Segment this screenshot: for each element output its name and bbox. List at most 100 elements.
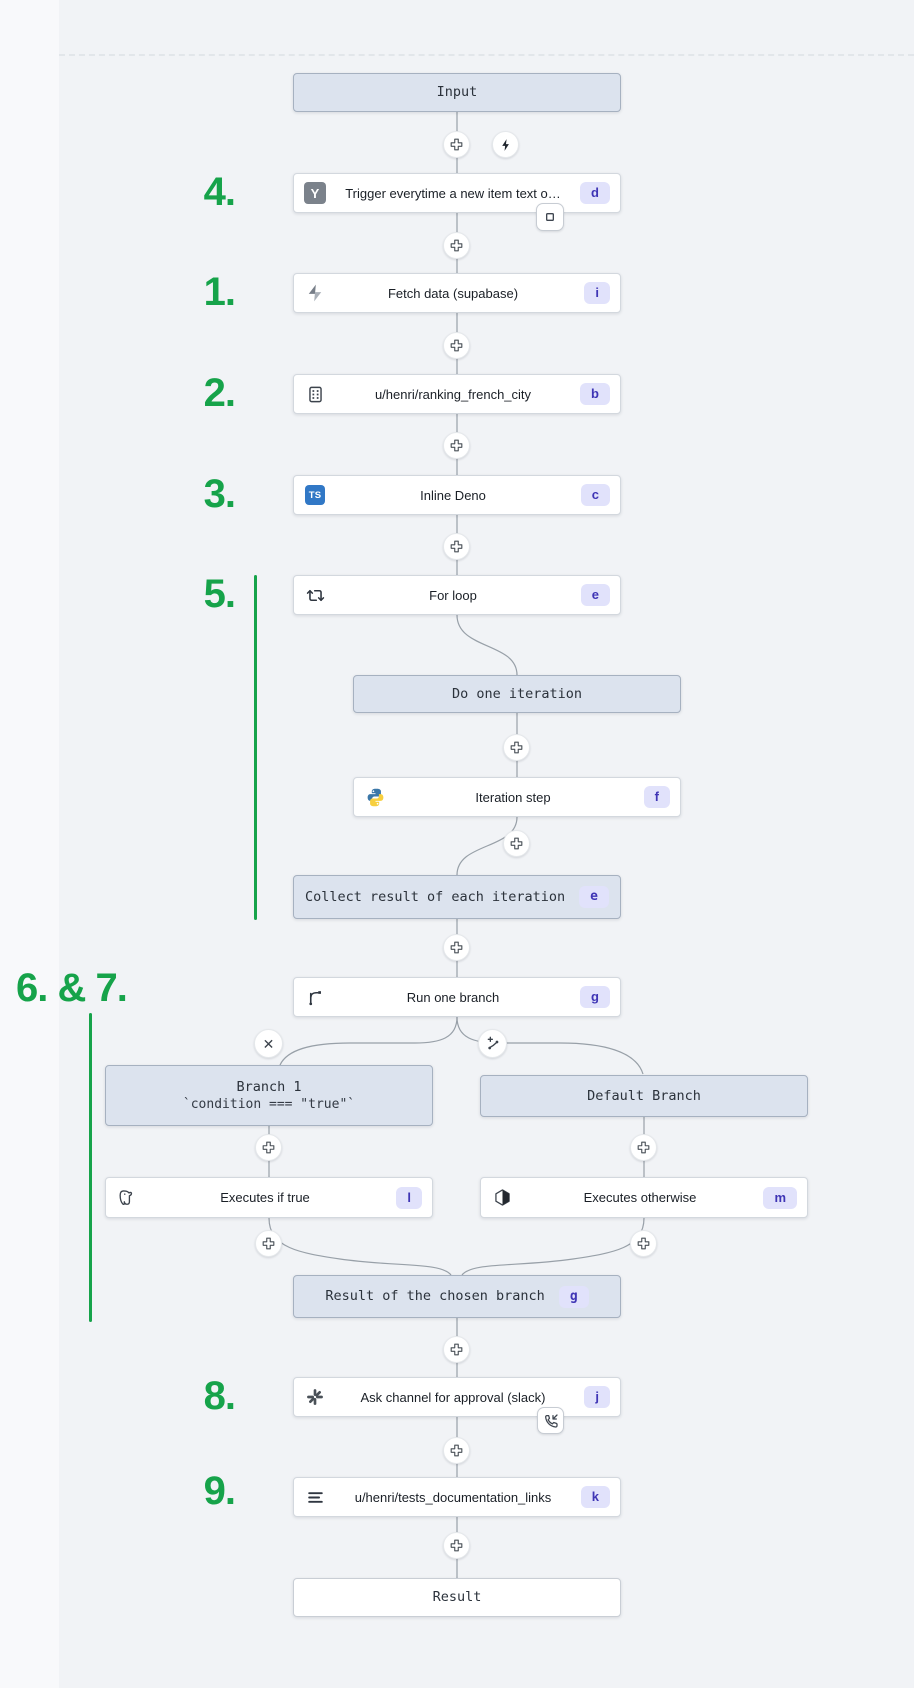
typescript-icon: TS (305, 485, 325, 505)
branch-icon (308, 990, 321, 1005)
add-branch-icon (487, 1036, 498, 1049)
annotation-line-5 (254, 575, 257, 920)
iteration-step-node[interactable]: Iteration step f (353, 777, 681, 817)
branch1-node[interactable]: Branch 1 `condition === "true"` (105, 1065, 433, 1126)
add-step-button[interactable] (630, 1230, 657, 1257)
step-id-badge: e (579, 886, 609, 908)
annotation-8: 8. (203, 1374, 236, 1418)
annotation-5: 5. (203, 572, 236, 616)
plus-icon (450, 1539, 463, 1552)
annotation-3: 3. (203, 472, 236, 516)
remove-branch-button[interactable]: ✕ (254, 1029, 283, 1058)
step-id-badge: g (558, 1285, 589, 1308)
docs-links-step-node[interactable]: u/henri/tests_documentation_links k (293, 1477, 621, 1517)
add-step-button[interactable] (443, 533, 470, 560)
fetch-data-label: Fetch data (supabase) (387, 285, 519, 301)
collect-result-label: Collect result of each iteration (305, 888, 566, 905)
add-step-button[interactable] (255, 1134, 282, 1161)
plus-icon (262, 1237, 275, 1250)
plus-icon (637, 1141, 650, 1154)
ranking-script-label: u/henri/ranking_french_city (374, 386, 532, 402)
branch1-title: Branch 1 (236, 1078, 302, 1095)
collect-result-node[interactable]: Collect result of each iteration e (293, 875, 621, 919)
step-id-badge: l (396, 1186, 422, 1209)
default-branch-node[interactable]: Default Branch (480, 1075, 808, 1117)
step-id-badge: c (580, 484, 610, 506)
iteration-step-label: Iteration step (475, 789, 551, 805)
annotation-6-and-7: 6. & 7. (16, 966, 128, 1010)
add-step-button[interactable] (443, 131, 470, 158)
executes-otherwise-step-node[interactable]: Executes otherwise m (480, 1177, 808, 1218)
step-id-badge: b (580, 383, 610, 405)
plus-icon (510, 837, 523, 850)
executes-otherwise-label: Executes otherwise (583, 1190, 697, 1205)
default-branch-label: Default Branch (587, 1087, 701, 1104)
add-step-button[interactable] (443, 232, 470, 259)
suspend-indicator-button[interactable] (536, 203, 564, 231)
plus-icon (262, 1141, 275, 1154)
trigger-bolt-button[interactable] (492, 131, 519, 158)
add-step-button[interactable] (443, 1532, 470, 1559)
step-id-badge: j (584, 1386, 610, 1408)
input-label: Input (436, 84, 478, 100)
plus-icon (450, 1343, 463, 1356)
close-icon: ✕ (262, 1035, 275, 1052)
step-id-badge: m (763, 1186, 797, 1209)
step-id-badge: g (580, 986, 610, 1008)
step-id-badge: f (643, 786, 670, 808)
plus-icon (450, 239, 463, 252)
add-step-button[interactable] (630, 1134, 657, 1161)
add-step-button[interactable] (503, 734, 530, 761)
plus-icon (450, 941, 463, 954)
input-node[interactable]: Input (293, 73, 621, 112)
approval-wait-button[interactable] (537, 1407, 564, 1434)
add-step-button[interactable] (443, 432, 470, 459)
run-one-branch-label: Run one branch (406, 989, 500, 1005)
cube-icon (494, 1189, 510, 1206)
step-id-badge: d (580, 182, 610, 204)
python-icon (367, 788, 383, 806)
slack-approval-step-node[interactable]: Ask channel for approval (slack) j (293, 1377, 621, 1417)
hackernews-icon: Y (304, 182, 326, 204)
slack-icon (307, 1389, 323, 1405)
add-step-button[interactable] (443, 1336, 470, 1363)
plus-icon (450, 138, 463, 151)
add-step-button[interactable] (443, 934, 470, 961)
result-node[interactable]: Result (293, 1578, 621, 1617)
chosen-branch-result-label: Result of the chosen branch (325, 1288, 545, 1304)
annotation-9: 9. (203, 1469, 236, 1513)
plus-icon (510, 741, 523, 754)
step-id-badge: e (580, 584, 610, 606)
step-id-badge: i (584, 282, 610, 304)
annotation-1: 1. (203, 270, 236, 314)
inline-deno-step-node[interactable]: TS Inline Deno c (293, 475, 621, 515)
add-step-button[interactable] (443, 1437, 470, 1464)
add-step-button[interactable] (503, 830, 530, 857)
do-one-iteration-node[interactable]: Do one iteration (353, 675, 681, 713)
add-step-button[interactable] (255, 1230, 282, 1257)
trigger-step-node[interactable]: Y Trigger everytime a new item text o… d (293, 173, 621, 213)
stop-square-icon (546, 213, 554, 221)
supabase-icon (308, 284, 322, 302)
executes-if-true-step-node[interactable]: Executes if true l (105, 1177, 433, 1218)
plus-icon (450, 439, 463, 452)
postgresql-icon (119, 1189, 133, 1205)
for-loop-step-node[interactable]: For loop e (293, 575, 621, 615)
slack-approval-label: Ask channel for approval (slack) (360, 1389, 546, 1405)
add-branch-button[interactable] (478, 1029, 507, 1058)
plus-icon (450, 339, 463, 352)
ranking-script-step-node[interactable]: u/henri/ranking_french_city b (293, 374, 621, 414)
plus-icon (450, 540, 463, 553)
run-one-branch-step-node[interactable]: Run one branch g (293, 977, 621, 1017)
chosen-branch-result-node[interactable]: Result of the chosen branch g (293, 1275, 621, 1318)
trigger-step-label: Trigger everytime a new item text o… (345, 185, 561, 201)
docs-links-label: u/henri/tests_documentation_links (354, 1489, 552, 1505)
add-step-button[interactable] (443, 332, 470, 359)
repeat-loop-icon (306, 589, 324, 601)
step-id-badge: k (580, 1486, 610, 1508)
annotation-4: 4. (203, 170, 236, 214)
inline-deno-label: Inline Deno (420, 487, 486, 503)
fetch-data-step-node[interactable]: Fetch data (supabase) i (293, 273, 621, 313)
bolt-icon (501, 138, 509, 151)
